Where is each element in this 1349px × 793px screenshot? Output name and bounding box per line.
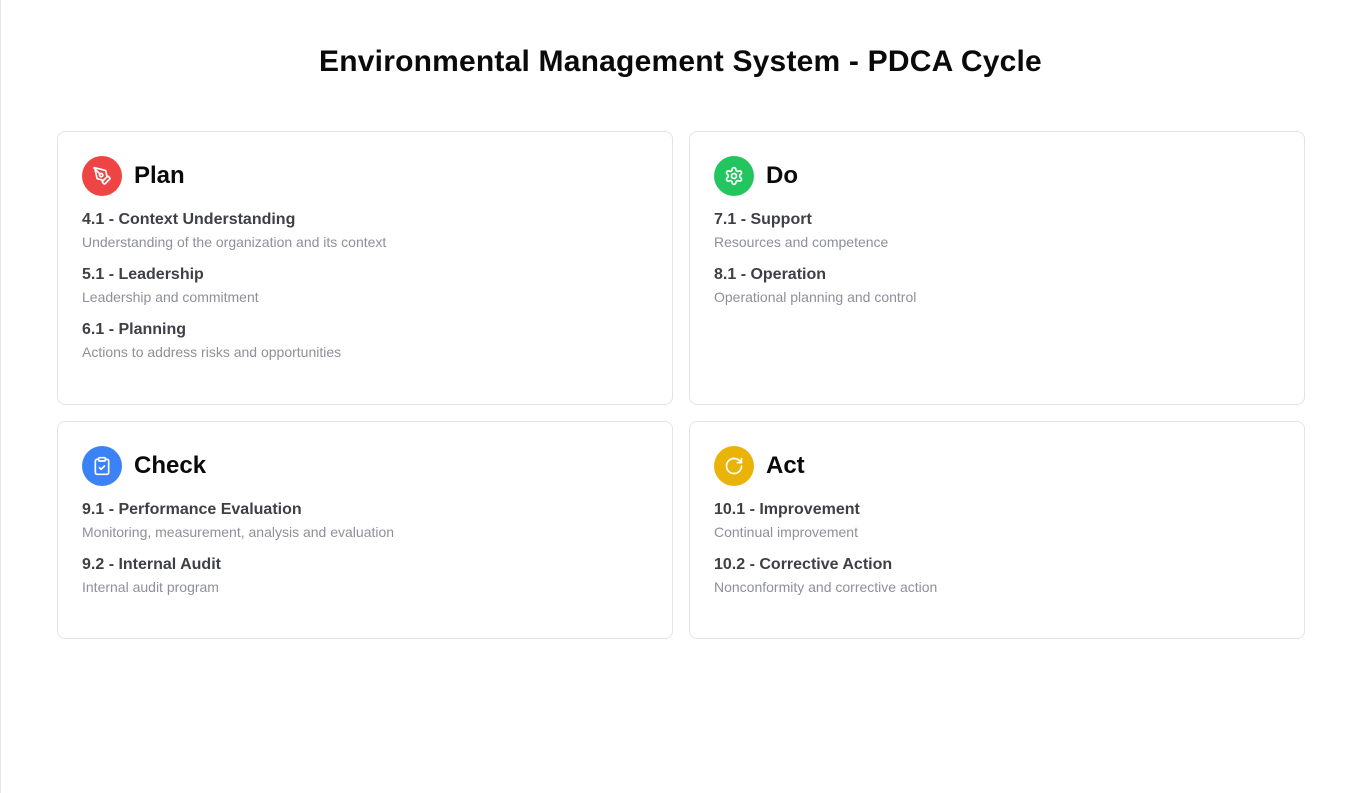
list-item: 7.1 - Support Resources and competence (714, 210, 1280, 251)
item-description: Internal audit program (82, 579, 219, 595)
check-card: Check 9.1 - Performance Evaluation Monit… (57, 421, 673, 639)
list-item: 9.1 - Performance Evaluation Monitoring,… (82, 500, 648, 541)
item-title: 9.1 - Performance Evaluation (82, 501, 302, 518)
item-title: 7.1 - Support (714, 211, 812, 228)
list-item: 10.2 - Corrective Action Nonconformity a… (714, 555, 1280, 596)
item-title: 5.1 - Leadership (82, 266, 204, 283)
item-description: Resources and competence (714, 234, 889, 250)
list-item: 5.1 - Leadership Leadership and commitme… (82, 265, 648, 306)
plan-card: Plan 4.1 - Context Understanding Underst… (57, 131, 673, 405)
item-description: Nonconformity and corrective action (714, 579, 938, 595)
plan-title: Plan (134, 162, 185, 189)
act-card-header: Act (714, 446, 1280, 486)
item-title: 10.1 - Improvement (714, 501, 860, 518)
item-description: Actions to address risks and opportuniti… (82, 344, 342, 360)
act-title: Act (766, 452, 805, 479)
item-description: Monitoring, measurement, analysis and ev… (82, 524, 395, 540)
do-card: Do 7.1 - Support Resources and competenc… (689, 131, 1305, 405)
item-description: Leadership and commitment (82, 289, 259, 305)
item-title: 10.2 - Corrective Action (714, 556, 893, 573)
check-card-header: Check (82, 446, 648, 486)
list-item: 8.1 - Operation Operational planning and… (714, 265, 1280, 306)
check-title: Check (134, 452, 207, 479)
item-description: Continual improvement (714, 524, 858, 540)
act-card: Act 10.1 - Improvement Continual improve… (689, 421, 1305, 639)
item-description: Understanding of the organization and it… (82, 234, 387, 250)
list-item: 6.1 - Planning Actions to address risks … (82, 320, 648, 361)
clipboard-check-icon (82, 446, 122, 486)
list-item: 4.1 - Context Understanding Understandin… (82, 210, 648, 251)
list-item: 9.2 - Internal Audit Internal audit prog… (82, 555, 648, 596)
item-title: 8.1 - Operation (714, 266, 827, 283)
pen-tool-icon (82, 156, 122, 196)
item-description: Operational planning and control (714, 289, 917, 305)
do-card-header: Do (714, 156, 1280, 196)
list-item: 10.1 - Improvement Continual improvement (714, 500, 1280, 541)
do-title: Do (766, 162, 798, 189)
pdca-grid: Plan 4.1 - Context Understanding Underst… (57, 131, 1305, 639)
item-title: 9.2 - Internal Audit (82, 556, 221, 573)
refresh-icon (714, 446, 754, 486)
item-title: 4.1 - Context Understanding (82, 211, 296, 228)
plan-card-header: Plan (82, 156, 648, 196)
gear-icon (714, 156, 754, 196)
page-title: Environmental Management System - PDCA C… (319, 45, 1042, 78)
item-title: 6.1 - Planning (82, 321, 187, 338)
